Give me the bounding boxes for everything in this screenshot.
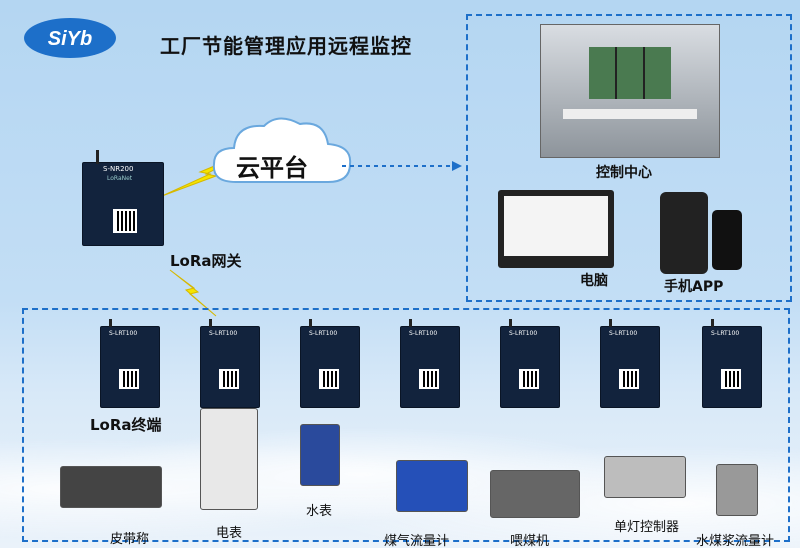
qr-code <box>319 369 339 389</box>
equipment-label: 煤气流量计 <box>384 534 450 548</box>
svg-text:SiYb: SiYb <box>48 28 92 50</box>
lora-terminal-device: S-LRT100 <box>100 319 160 408</box>
equipment-image <box>490 470 580 518</box>
lightning-icon <box>169 269 217 317</box>
equipment-image <box>604 456 686 498</box>
equipment-label: 水表 <box>306 504 333 519</box>
siyb-logo: SiYb <box>24 18 116 58</box>
lora-terminal-device: S-LRT100 <box>300 319 360 408</box>
antenna-icon <box>409 319 412 327</box>
terminal-model: S-LRT100 <box>509 330 538 337</box>
tablet-image <box>660 192 708 274</box>
terminals-group <box>22 308 790 542</box>
lora-terminal-device: S-LRT100 <box>702 319 762 408</box>
computer-monitor-image <box>498 190 614 268</box>
qr-code <box>519 369 539 389</box>
computer-label: 电脑 <box>580 273 608 289</box>
terminal-model: S-LRT100 <box>109 330 138 337</box>
lora-gateway-device: S-NR200 LoRaNet <box>82 162 164 246</box>
antenna-icon <box>509 319 512 327</box>
equipment-image <box>60 466 162 508</box>
equipment-image <box>200 408 258 510</box>
antenna-icon <box>609 319 612 327</box>
phone-app-label: 手机APP <box>664 279 724 295</box>
qr-code <box>219 369 239 389</box>
video-wall <box>589 47 671 99</box>
terminal-model: S-LRT100 <box>209 330 238 337</box>
cloud-icon <box>212 117 352 183</box>
gateway-brand: LoRaNet <box>107 175 133 182</box>
lora-terminal-device: S-LRT100 <box>200 319 260 408</box>
equipment-label: 电表 <box>216 526 243 541</box>
antenna-icon <box>96 150 99 164</box>
equipment-image <box>300 424 340 486</box>
monitor-screen <box>504 196 608 256</box>
terminal-model: S-LRT100 <box>711 330 740 337</box>
lora-terminal-device: S-LRT100 <box>400 319 460 408</box>
equipment-label: 水煤浆流量计 <box>696 534 775 548</box>
antenna-icon <box>309 319 312 327</box>
terminal-model: S-LRT100 <box>309 330 338 337</box>
antenna-icon <box>711 319 714 327</box>
equipment-label: 皮带称 <box>110 532 150 547</box>
qr-code <box>419 369 439 389</box>
gateway-model: S-NR200 <box>103 165 134 173</box>
antenna-icon <box>209 319 212 327</box>
terminal-model: S-LRT100 <box>409 330 438 337</box>
equipment-image <box>716 464 758 516</box>
qr-code <box>721 369 741 389</box>
qr-code <box>113 209 137 233</box>
terminal-model: S-LRT100 <box>609 330 638 337</box>
connection-arrow <box>342 161 462 171</box>
page-title: 工厂节能管理应用远程监控 <box>160 34 412 58</box>
lora-terminal-device: S-LRT100 <box>500 319 560 408</box>
lora-terminal-device: S-LRT100 <box>600 319 660 408</box>
equipment-label: 喂煤机 <box>510 534 550 548</box>
qr-code <box>619 369 639 389</box>
cloud-platform-label: 云平台 <box>236 154 308 182</box>
control-room-image <box>540 24 720 158</box>
qr-code <box>119 369 139 389</box>
antenna-icon <box>109 319 112 327</box>
equipment-image <box>396 460 468 512</box>
gateway-label: LoRa网关 <box>170 252 242 270</box>
control-center-group <box>466 14 792 302</box>
phone-image <box>712 210 742 270</box>
equipment-label: 单灯控制器 <box>614 520 680 535</box>
terminal-label: LoRa终端 <box>90 416 162 434</box>
control-center-label: 控制中心 <box>596 165 652 181</box>
console-desk <box>563 109 697 119</box>
